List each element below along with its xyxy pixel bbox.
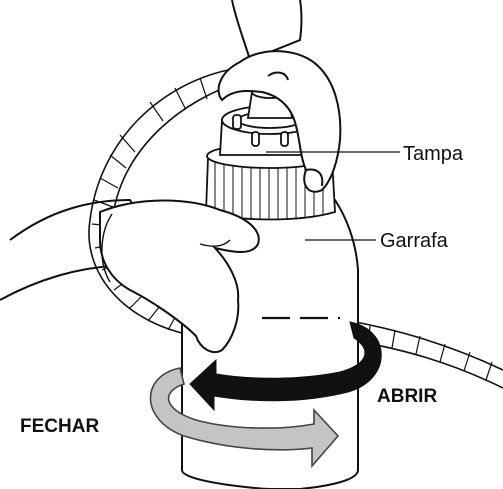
open-label: ABRIR [377,386,437,407]
bottle-label: Garrafa [380,230,449,252]
lid-label: Tampa [403,143,464,165]
close-label: FECHAR [20,416,99,437]
